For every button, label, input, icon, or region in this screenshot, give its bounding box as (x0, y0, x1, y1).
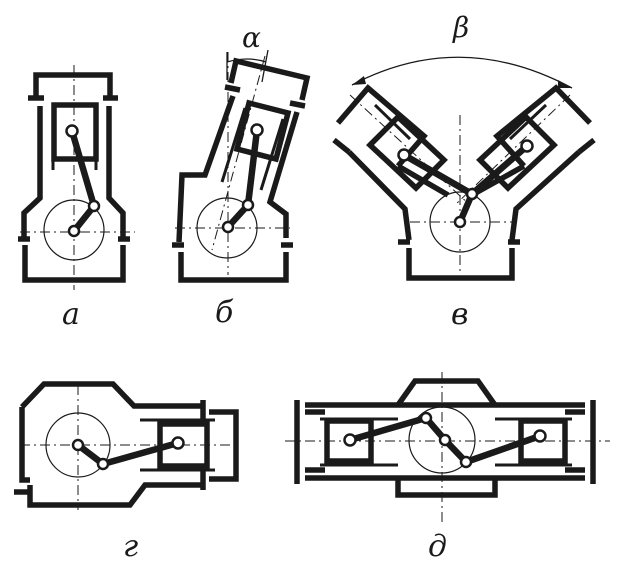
connecting-rod-g (99, 439, 182, 468)
main-journal-g (71, 438, 85, 452)
connecting-rod-a (68, 127, 98, 210)
piston-pin-a (65, 124, 79, 138)
connecting-rod-v-left (400, 151, 476, 198)
v-type-engine (332, 56, 596, 281)
piston-pin-g (171, 436, 185, 450)
main-journal-v (453, 215, 467, 229)
piston-pin-v-left (397, 148, 411, 162)
main-journal-b (221, 220, 235, 234)
angle-alpha-label: α (242, 21, 261, 54)
crank-pin-g (96, 457, 110, 471)
crank-pin-d-lower (459, 455, 473, 469)
crank-circle-a (43, 199, 105, 261)
crank-circle-d (408, 406, 476, 474)
piston-pin-b (250, 123, 264, 137)
crank-pin-a (87, 199, 101, 213)
crank-circle-b (196, 197, 258, 259)
caption-g: г (123, 529, 139, 564)
caption-b: б (215, 295, 234, 330)
crank-pin-v (465, 187, 479, 201)
caption-v: в (451, 297, 469, 332)
connecting-rod-v-right (468, 142, 531, 198)
caption-d: д (428, 529, 448, 564)
connecting-rod-b (244, 126, 261, 209)
piston-pin-d-left (343, 433, 357, 447)
main-journal-d (438, 433, 452, 447)
connecting-rod-d-left (346, 414, 430, 444)
opposed-engine (285, 372, 610, 525)
caption-a: а (62, 297, 80, 332)
piston-pin-d-right (533, 429, 547, 443)
crank-circle-g (45, 412, 111, 478)
crank-pin-b (241, 198, 255, 212)
inclined-inline-engine (172, 49, 311, 283)
main-journal-a (67, 224, 81, 238)
piston-pin-v-right (520, 139, 534, 153)
crank-circle-v (429, 191, 491, 253)
angle-beta-label: β (453, 11, 470, 44)
crank-pin-d-upper (419, 411, 433, 425)
connecting-rod-d-right (462, 432, 544, 466)
horizontal-engine (14, 381, 240, 510)
vertical-inline-engine (18, 65, 135, 290)
